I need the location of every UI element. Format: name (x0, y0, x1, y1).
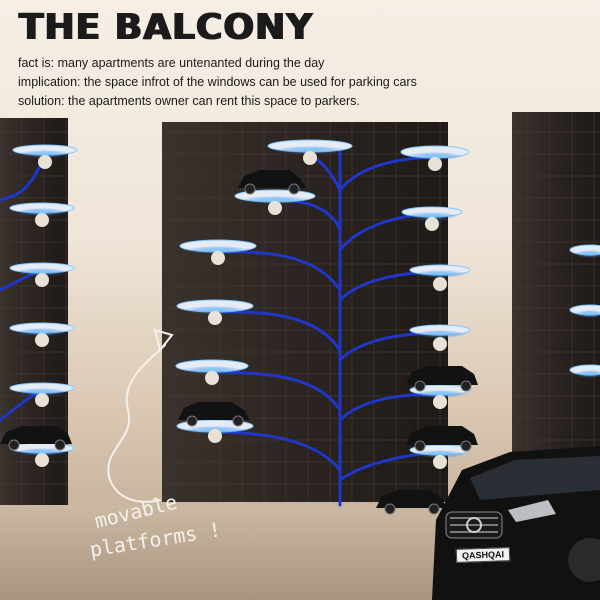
platform (179, 239, 257, 265)
car-badge: QASHQAI (455, 547, 511, 563)
platform (12, 144, 78, 169)
page-title: THE BALCONY (18, 7, 313, 48)
parked-car (178, 402, 250, 427)
solution-line: solution: the apartments owner can rent … (18, 94, 360, 108)
parked-car (0, 426, 72, 451)
platform (569, 364, 600, 378)
platforms (9, 139, 600, 469)
car-logo-icon (466, 517, 482, 533)
platform (409, 264, 471, 291)
parked-car (238, 170, 306, 195)
platform (176, 299, 254, 325)
platform (175, 359, 249, 385)
foreground-car (432, 446, 600, 600)
platform (400, 145, 470, 171)
platform (267, 139, 353, 165)
platform (9, 202, 75, 227)
parked-car (406, 426, 478, 452)
parked-car (406, 366, 478, 392)
platform (401, 206, 463, 231)
right-building (512, 112, 600, 452)
platform (569, 244, 600, 258)
annotation-arrow (107, 344, 166, 503)
platform (9, 322, 75, 347)
platform (9, 382, 75, 407)
parked-car (376, 490, 446, 515)
parked-cars (0, 170, 478, 515)
implication-line: implication: the space infrot of the win… (18, 75, 417, 89)
platform (9, 262, 75, 287)
platform (569, 304, 600, 318)
arrow-head-icon (153, 328, 174, 353)
fact-line: fact is: many apartments are untenanted … (18, 56, 325, 70)
platform (409, 324, 471, 351)
